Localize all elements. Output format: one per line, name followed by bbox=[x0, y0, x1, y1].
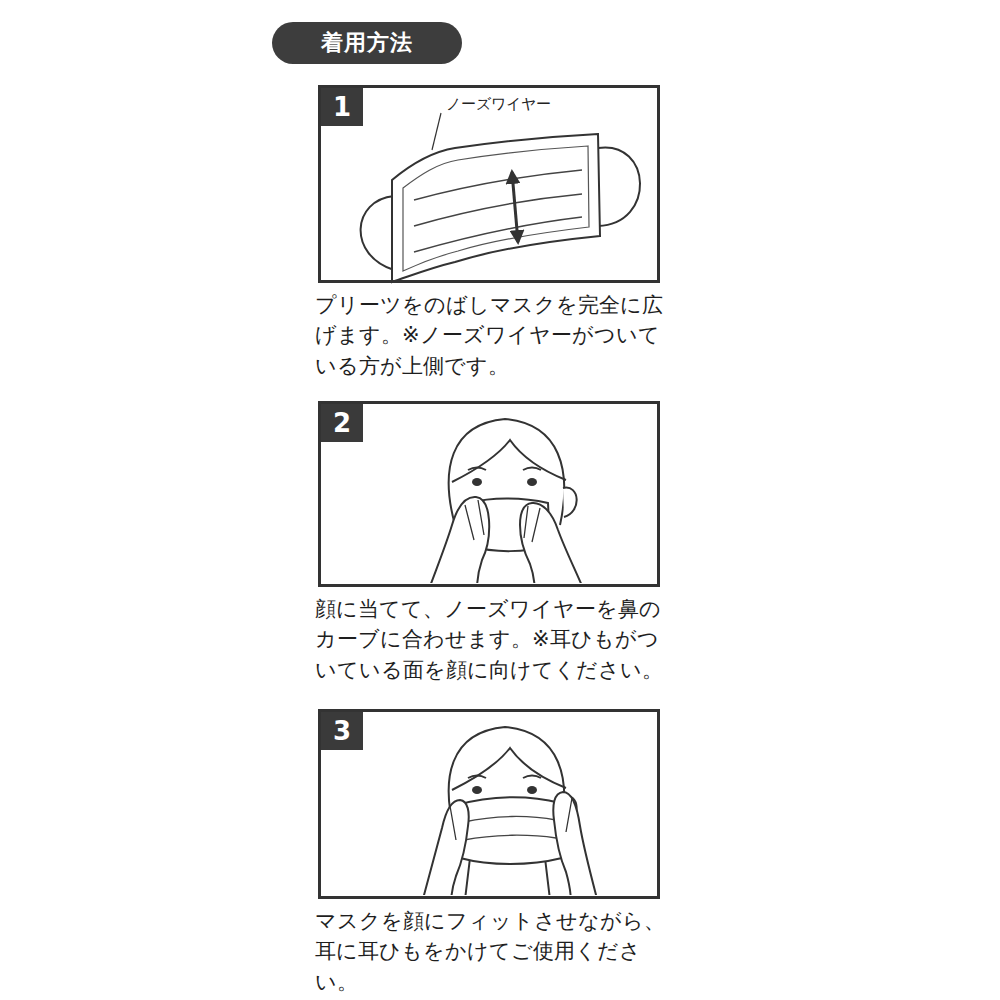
finger bbox=[450, 798, 572, 840]
mask bbox=[458, 797, 562, 864]
finger bbox=[465, 500, 540, 542]
mask-figure bbox=[361, 113, 640, 282]
step-number: 3 bbox=[321, 712, 363, 750]
step-number: 2 bbox=[321, 404, 363, 442]
ear-loop bbox=[598, 147, 640, 226]
part-label: ノーズワイヤー bbox=[446, 95, 551, 114]
step-panel: 顔に当てて、ノーズワイヤーを鼻のカーブに合わせます。※耳ひもがついている面を顔に… bbox=[318, 401, 660, 587]
pleat bbox=[414, 170, 582, 252]
step-number-text: 2 bbox=[333, 410, 351, 436]
hand bbox=[520, 503, 588, 583]
title-tab: 着用方法 bbox=[272, 22, 462, 64]
mask-edge bbox=[403, 146, 589, 271]
step-number: 1 bbox=[321, 88, 363, 126]
step-caption: マスクを顔にフィットさせながら、耳に耳ひもをかけてご使用ください。 bbox=[315, 906, 671, 997]
step-number-text: 3 bbox=[333, 718, 351, 744]
step-panel: プリーツをのばしマスクを完全に広げます。※ノーズワイヤーがついている方が上側です… bbox=[318, 85, 660, 283]
leader-line bbox=[432, 113, 441, 150]
stretch-arrow bbox=[512, 172, 518, 242]
step-caption: プリーツをのばしマスクを完全に広げます。※ノーズワイヤーがついている方が上側です… bbox=[315, 290, 671, 381]
hand bbox=[420, 800, 469, 895]
face-figure bbox=[420, 727, 600, 895]
hand bbox=[553, 792, 600, 895]
face-figure bbox=[425, 419, 588, 583]
mask-body bbox=[392, 134, 600, 282]
step-number-text: 1 bbox=[333, 94, 351, 120]
step-caption: 顔に当てて、ノーズワイヤーを鼻のカーブに合わせます。※耳ひもがついている面を顔に… bbox=[315, 594, 671, 685]
pleat bbox=[464, 816, 556, 840]
step-panel: マスクを顔にフィットさせながら、耳に耳ひもをかけてご使用ください。3 bbox=[318, 709, 660, 899]
ear-loop bbox=[361, 196, 394, 270]
